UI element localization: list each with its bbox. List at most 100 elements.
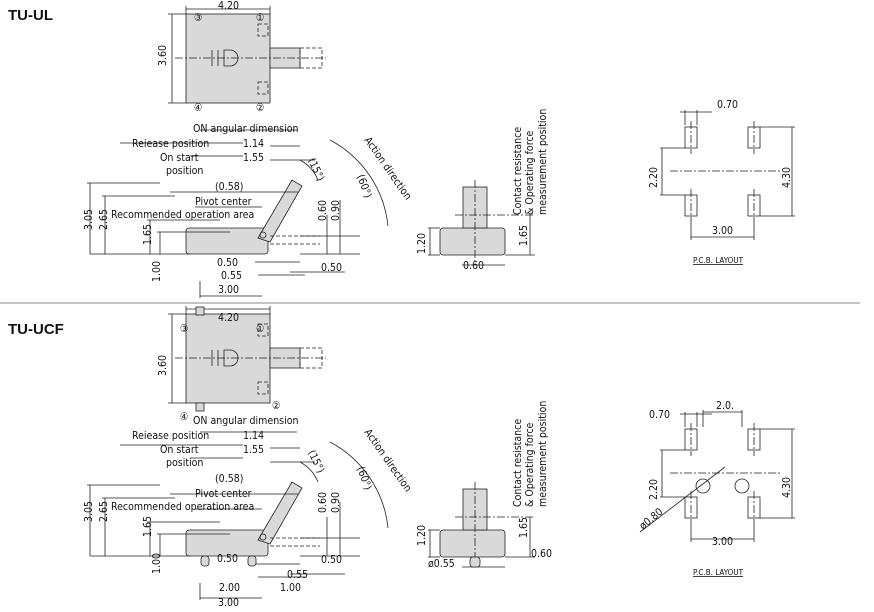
pin-2: ② xyxy=(256,102,264,114)
pin-1: ① xyxy=(256,323,264,335)
dim-0-50: 0.50 xyxy=(217,257,238,269)
angle-60: (60°) xyxy=(354,465,374,492)
tab xyxy=(195,306,205,316)
front-label-2: & Operating force xyxy=(524,422,536,507)
front-label-3: measurement position xyxy=(537,401,549,507)
label-on-start-2: position xyxy=(166,457,203,469)
pcb-dim-3-00: 3.00 xyxy=(712,536,733,548)
pcb-dim-3-00: 3.00 xyxy=(712,225,733,237)
front-dim-dia-0-55: ø0.55 xyxy=(428,558,455,570)
dim-0-55: 0.55 xyxy=(287,569,308,581)
pcb-dim-dia-0-80: ø0.80 xyxy=(637,506,665,532)
pin xyxy=(247,555,257,567)
dim-height: 3.60 xyxy=(157,45,169,66)
front-dim-1-20: 1.20 xyxy=(416,233,428,254)
pcb-dim-2-20: 2.20 xyxy=(648,479,660,500)
dim-offset: (0.58) xyxy=(215,181,243,193)
front-view-body xyxy=(439,529,506,558)
dim-release: 1.14 xyxy=(243,138,264,150)
dim-0-50: 0.50 xyxy=(217,553,238,565)
label-on-start: On start xyxy=(160,152,199,164)
drawing-geometry xyxy=(87,6,795,600)
pcb-layout-label: P.C.B. LAYOUT xyxy=(693,256,744,265)
pcb-dim-0-70: 0.70 xyxy=(717,99,738,111)
dim-release: 1.14 xyxy=(243,430,264,442)
action-arc xyxy=(329,139,389,227)
pcb-hole xyxy=(695,478,711,494)
label-on-angular: ON angular dimension xyxy=(193,123,299,135)
dim-1-00: 1.00 xyxy=(151,261,163,282)
pcb-dim-0-70: 0.70 xyxy=(649,409,670,421)
terminal-outline xyxy=(257,323,269,337)
dim-3-05: 3.05 xyxy=(83,209,95,230)
front-dim-1-65: 1.65 xyxy=(518,225,530,246)
angle-15: (15°) xyxy=(305,156,326,183)
dim-2-65: 2.65 xyxy=(98,209,110,230)
dim-0-50-right: 0.50 xyxy=(321,262,342,274)
dim-line xyxy=(639,466,726,533)
dim-width: 4.20 xyxy=(218,312,239,324)
angle-arc xyxy=(299,159,319,181)
dim-on-start: 1.55 xyxy=(243,444,264,456)
dim-3-05: 3.05 xyxy=(83,501,95,522)
label-pivot: Pivot center xyxy=(195,488,252,500)
dim-on-start: 1.55 xyxy=(243,152,264,164)
terminal-outline xyxy=(257,23,269,37)
front-label-3: measurement position xyxy=(537,109,549,215)
dim-2-65: 2.65 xyxy=(98,501,110,522)
top-view-body xyxy=(185,13,271,104)
lever-on-position xyxy=(270,235,320,245)
pcb-dim-2-20: 2.20 xyxy=(648,167,660,188)
pivot-mark xyxy=(259,533,267,541)
front-label-2: & Operating force xyxy=(524,130,536,215)
terminal-outline xyxy=(257,381,269,395)
front-label-1: Contact resistance xyxy=(512,127,524,215)
tab xyxy=(195,402,205,412)
pcb-dim-4-30: 4.30 xyxy=(781,167,793,188)
section-title: TU-UL xyxy=(8,7,53,24)
label-on-start: On start xyxy=(160,444,199,456)
lever xyxy=(257,179,303,243)
pin-4: ④ xyxy=(180,411,188,423)
pivot-mark xyxy=(259,231,267,239)
front-dim-0-60: 0.60 xyxy=(463,260,484,272)
dim-1-65: 1.65 xyxy=(142,224,154,245)
label-on-start-2: position xyxy=(166,165,203,177)
dim-0-60: 0.60 xyxy=(317,492,329,513)
pin-3: ③ xyxy=(180,323,188,335)
dim-width: 4.20 xyxy=(218,0,239,12)
terminal-outline xyxy=(257,81,269,95)
pin-1: ① xyxy=(256,12,264,24)
pcb-dim-4-30: 4.30 xyxy=(781,477,793,498)
section-title: TU-UCF xyxy=(8,321,64,338)
dim-1-00: 1.00 xyxy=(151,553,163,574)
label-recommended: Recommended operation area xyxy=(111,209,254,221)
angle-arc xyxy=(299,461,319,483)
dim-0-50-right: 0.50 xyxy=(321,554,342,566)
front-label-1: Contact resistance xyxy=(512,419,524,507)
front-view-body xyxy=(439,227,506,256)
top-view-body xyxy=(185,313,271,404)
dim-2-00: 2.00 xyxy=(219,582,240,594)
dim-0-90: 0.90 xyxy=(330,492,342,513)
dim-0-90: 0.90 xyxy=(330,200,342,221)
pin xyxy=(200,555,210,567)
dim-offset: (0.58) xyxy=(215,473,243,485)
dim-1-00-bottom: 1.00 xyxy=(280,582,301,594)
front-view-stem xyxy=(462,186,488,229)
section-tu-ucf: TU-UCF 4.20 3.60 ③ ① ④ ② ON angular dime… xyxy=(8,312,793,609)
lever-on-position xyxy=(270,537,320,547)
pcb-dim-2-0: 2.0. xyxy=(716,400,734,412)
front-dim-1-20: 1.20 xyxy=(416,525,428,546)
dim-3-00: 3.00 xyxy=(218,597,239,609)
label-on-angular: ON angular dimension xyxy=(193,415,299,427)
label-recommended: Recommended operation area xyxy=(111,501,254,513)
dim-0-60: 0.60 xyxy=(317,200,329,221)
front-dim-0-60: 0.60 xyxy=(531,548,552,560)
polarity-mark xyxy=(211,49,239,67)
pcb-hole xyxy=(734,478,750,494)
action-arc xyxy=(329,441,389,529)
pin-2: ② xyxy=(272,400,280,412)
front-dim-1-65: 1.65 xyxy=(518,517,530,538)
